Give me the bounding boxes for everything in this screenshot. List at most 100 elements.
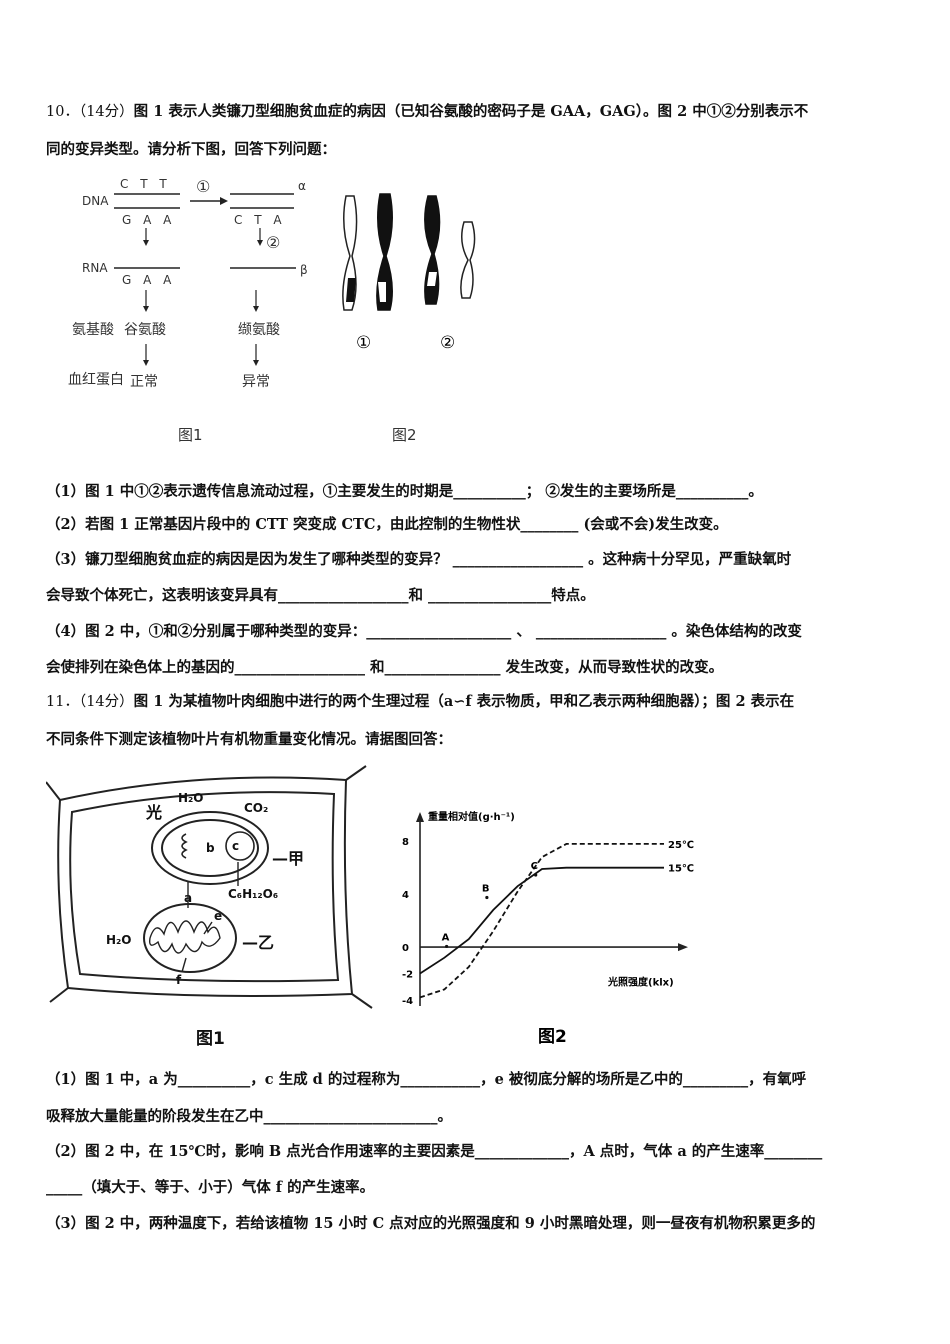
hb-label: 血红蛋白: [68, 372, 124, 388]
fig2-label-2: ②: [440, 333, 455, 353]
q10-sub3-line1: （3）镰刀型细胞贫血症的病因是因为发生了哪种类型的变异？ ___________…: [46, 551, 792, 568]
h2o-top-label: H₂O: [178, 791, 204, 805]
h2o-left-label: H₂O: [106, 933, 132, 947]
rna-normal-label: G A A: [122, 273, 175, 287]
chromosome-pair-2: [424, 195, 476, 305]
chromosome-1b-band: [378, 282, 386, 302]
q10-sub4-line1: （4）图 2 中，①和②分别属于哪种类型的变异：________________…: [46, 623, 802, 640]
e-label: e: [214, 909, 222, 923]
aa-normal-label: 谷氨酸: [124, 322, 166, 338]
fig2-label-1: ①: [356, 333, 371, 353]
y-axis-label: 重量相对值(g·h⁻¹): [428, 810, 515, 823]
q11-figure2-chart: 重量相对值(g·h⁻¹) 光照强度(klx) 8 4 0 -2 -4 25℃ 15℃ A B C 图2: [402, 810, 694, 1047]
cell-wall-outer: [57, 776, 354, 997]
q11-sub1-line1: （1）图 1 中，a 为__________，c 生成 d 的过程称为_____…: [46, 1071, 807, 1088]
bottom-strand-label: G A A: [122, 213, 175, 227]
dna-label: DNA: [82, 194, 109, 208]
arrowhead-3: [143, 306, 149, 312]
rna-label: RNA: [82, 261, 108, 275]
q10-sub4-line2: 会使排列在染色体上的基因的__________________ 和_______…: [46, 659, 724, 676]
q11-stem-text: 图 1 为某植物叶肉细胞中进行的两个生理过程（a∽f 表示物质，甲和乙表示两种细…: [133, 693, 795, 710]
point-label: A: [442, 932, 450, 943]
q10-figure2: ① ② 图2: [342, 193, 476, 444]
arrowhead-2: [257, 240, 263, 246]
q10-sub1: （1）图 1 中①②表示遗传信息流动过程，①主要发生的时期是__________…: [46, 483, 763, 500]
q10-stem-line1: 10．（14分）图 1 表示人类镰刀型细胞贫血症的病因（已知谷氨酸的密码子是 G…: [46, 102, 908, 122]
chloroplast-inner: [161, 819, 259, 877]
fig1-caption-q11: 图1: [196, 1029, 225, 1049]
x-axis-arrow: [678, 943, 688, 952]
c6h12o6-label: C₆H₁₂O₆: [228, 887, 278, 901]
c-label: c: [232, 839, 239, 853]
series-label: 25℃: [668, 840, 694, 851]
y-tick-label: 0: [402, 943, 409, 954]
q11-figure1: 光 H₂O CO₂ b c a C₆H₁₂O₆ e f H₂O —甲 —乙 图1: [46, 765, 373, 1049]
point-label: C: [531, 861, 538, 872]
calvin-cycle: [225, 831, 255, 861]
alpha-label: α: [298, 179, 306, 193]
light-label: 光: [145, 803, 162, 822]
q11-sub1-line2: 吸释放大量能量的阶段发生在乙中________________________。: [46, 1108, 452, 1125]
q11-sub2-line2: _____（填大于、等于、小于）气体 f 的产生速率。: [46, 1179, 375, 1196]
chromosome-2a-band: [427, 272, 437, 286]
fig1-caption: 图1: [178, 426, 203, 444]
cell-wall-corner-1: [46, 781, 61, 801]
x-axis-label: 光照强度(klx): [607, 975, 674, 988]
point-label: B: [482, 883, 490, 894]
q11-number: 11．（14分）: [46, 694, 134, 710]
aa-mutant-label: 缬氨酸: [238, 322, 280, 338]
step1-label: ①: [196, 177, 210, 196]
chromosome-1a-band: [346, 278, 356, 302]
q11-sub3: （3）图 2 中，两种温度下，若给该植物 15 小时 C 点对应的光照强度和 9…: [46, 1215, 816, 1232]
q10-sub3-line2: 会导致个体死亡，这表明该变异具有__________________和 ____…: [46, 587, 595, 604]
arrowhead-4: [253, 306, 259, 312]
fig2-caption: 图2: [392, 426, 417, 444]
thylakoid: [181, 833, 188, 859]
f-label: f: [176, 973, 182, 987]
arrowhead-5: [143, 360, 149, 366]
mitochondrion-outer: [143, 903, 237, 973]
series-line: [419, 843, 664, 999]
q10-figure1: DNA C T T G A A ① α C T A ② RNA G A A β …: [68, 177, 308, 444]
y-tick-label: 4: [402, 890, 409, 901]
series-label: 15℃: [668, 864, 694, 875]
q10-stem-line2: 同的变异类型。请分析下图，回答下列问题：: [46, 141, 336, 158]
chromosome-1b: [376, 193, 393, 311]
y-tick-label: 8: [402, 837, 409, 848]
cell-wall-corner-3: [351, 993, 373, 1009]
y-tick-label: -4: [402, 996, 413, 1007]
q11-sub2-line1: （2）图 2 中，在 15℃时，影响 B 点光合作用速率的主要因素是______…: [46, 1143, 823, 1160]
chromosome-2b: [460, 221, 476, 299]
yi-label: —乙: [242, 933, 274, 952]
aa-label: 氨基酸: [72, 321, 114, 338]
q11-stem-line2: 不同条件下测定该植物叶片有机物重量变化情况。请据图回答：: [46, 731, 452, 748]
result-normal-label: 正常: [130, 374, 158, 390]
fig2-caption-q11: 图2: [538, 1027, 567, 1047]
mut-strand-label: C T A: [234, 213, 286, 227]
cell-membrane: [69, 791, 340, 983]
arrowhead-1: [143, 240, 149, 246]
q11-stem-line1: 11．（14分）图 1 为某植物叶肉细胞中进行的两个生理过程（a∽f 表示物质，…: [46, 692, 908, 712]
chromosome-2a: [424, 195, 441, 305]
chart-plot: 重量相对值(g·h⁻¹) 光照强度(klx) 8 4 0 -2 -4 25℃ 15℃ A B C: [402, 810, 694, 1007]
b-label: b: [206, 841, 215, 855]
top-strand-label: C T T: [120, 177, 171, 191]
arrowhead-6: [253, 360, 259, 366]
mutation-arrow-head: [220, 197, 228, 205]
q10-number: 10．（14分）: [46, 104, 134, 120]
cell-wall-corner-2: [345, 765, 367, 781]
result-abnormal-label: 异常: [242, 374, 270, 390]
q10-stem-text: 图 1 表示人类镰刀型细胞贫血症的病因（已知谷氨酸的密码子是 GAA，GAG）。…: [133, 103, 809, 120]
point-marker: [445, 944, 449, 949]
jia-label: —甲: [272, 849, 304, 868]
cell-wall-corner-4: [49, 987, 69, 1003]
mitochondrion-cristae: [148, 920, 221, 954]
co2-label: CO₂: [244, 801, 268, 815]
series-line: [419, 866, 664, 975]
beta-label: β: [300, 263, 308, 277]
q10-sub2: （2）若图 1 正常基因片段中的 CTT 突变成 CTC，由此控制的生物性状__…: [46, 516, 728, 533]
y-tick-label: -2: [402, 970, 413, 981]
y-axis-arrow: [416, 812, 424, 822]
chromosome-pair-1: [342, 193, 393, 311]
point-marker: [534, 873, 538, 877]
